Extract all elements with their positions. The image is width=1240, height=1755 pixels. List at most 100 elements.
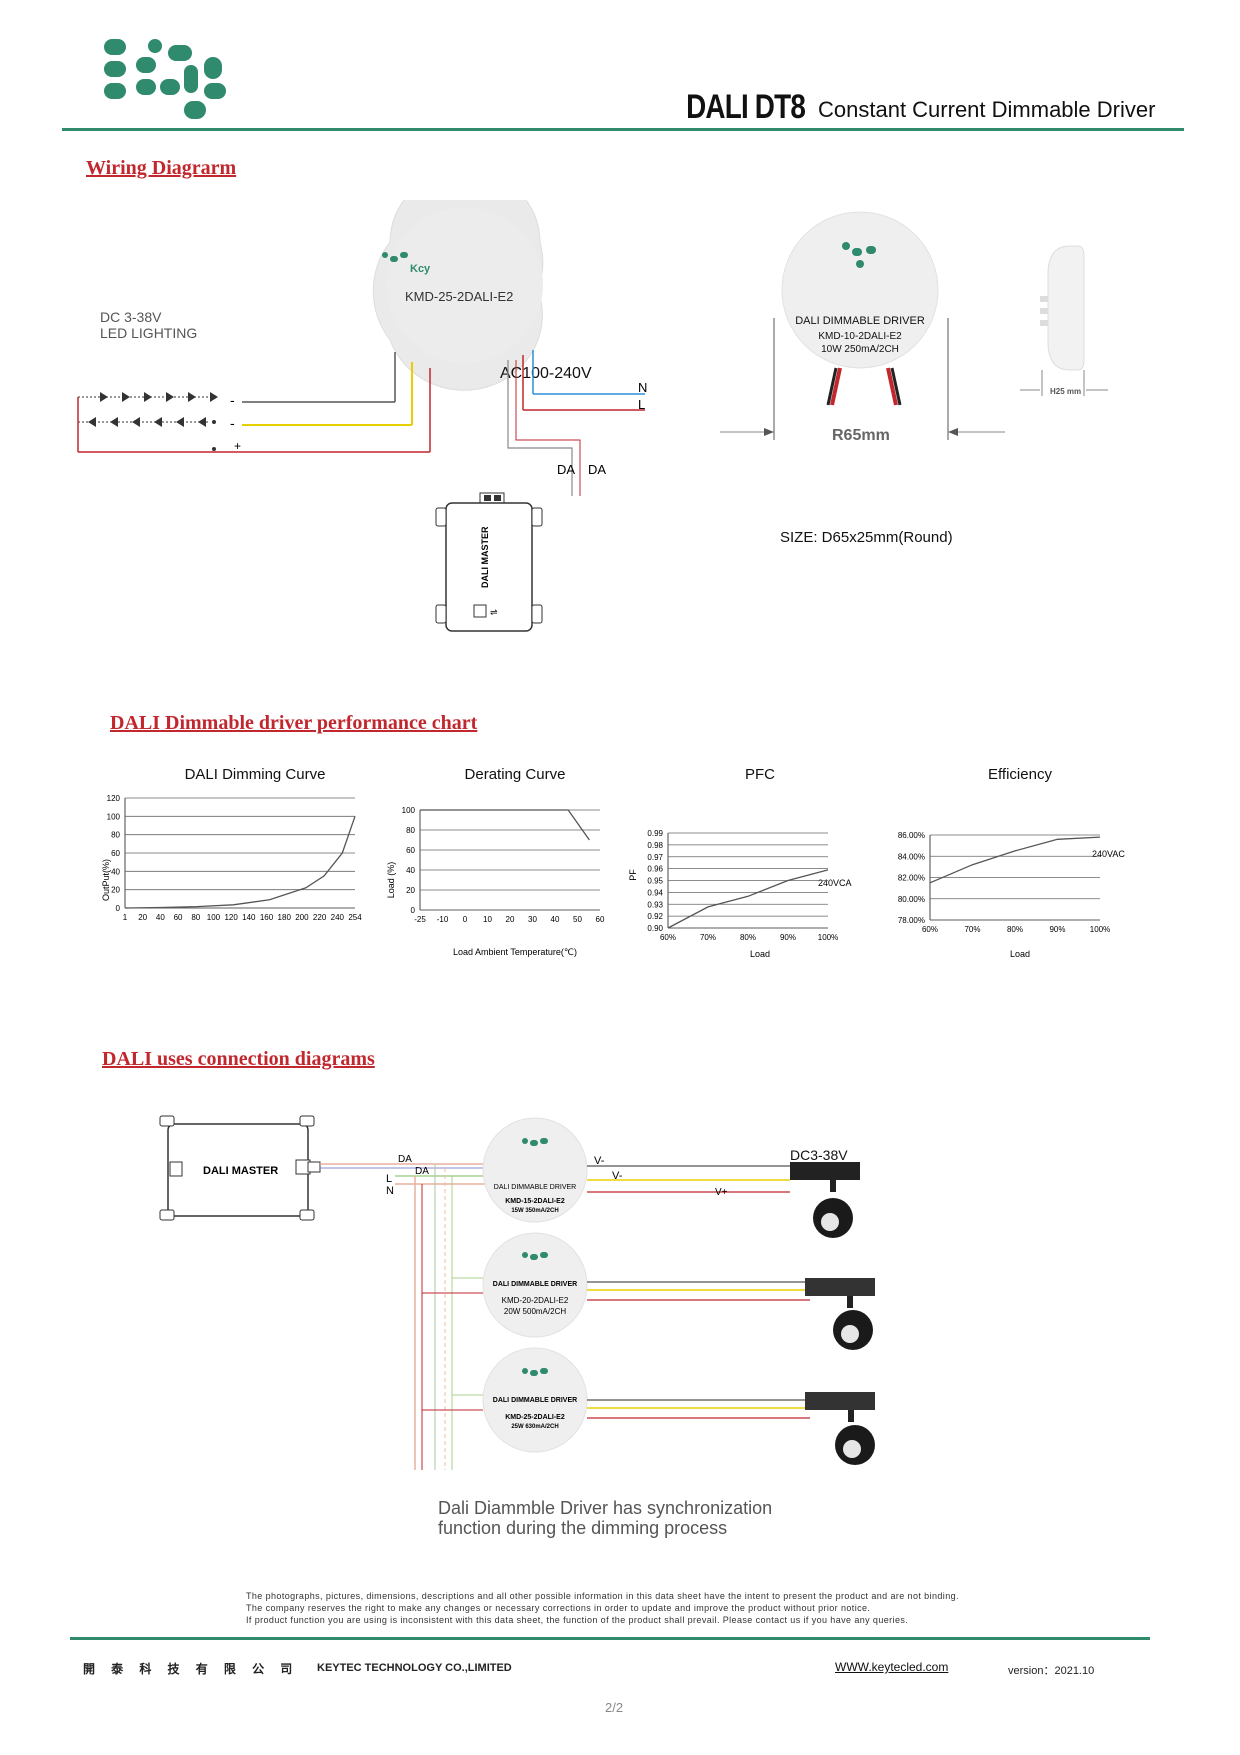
- v-minus-2: V-: [612, 1170, 623, 1182]
- dimming-x-tick: 200: [295, 913, 309, 922]
- dimming-x-tick: 180: [278, 913, 292, 922]
- derating-x-tick: 50: [573, 915, 582, 924]
- document-title: DALI DT8: [686, 88, 806, 126]
- pfc-x-tick: 80%: [740, 933, 756, 942]
- pfc-y-tick: 0.93: [647, 900, 663, 909]
- minus-2: -: [230, 415, 235, 431]
- company-name-cn: 開 泰 科 技 有 限 公 司: [83, 1662, 299, 1676]
- dimming-y-tick: 0: [116, 904, 121, 913]
- efficiency-y-tick: 82.00%: [898, 874, 925, 883]
- driver-model-label: KMD-25-2DALI-E2: [405, 289, 513, 304]
- dc-voltage-label: DC3-38V: [790, 1147, 848, 1163]
- pfc-y-tick: 0.96: [647, 865, 663, 874]
- disclaimer-line-2: The company reserves the right to make a…: [246, 1603, 871, 1613]
- driver-disc: [372, 200, 544, 391]
- dimming-x-tick: 40: [156, 913, 165, 922]
- live-label: L: [638, 397, 645, 412]
- led-string-1: [78, 392, 218, 402]
- led-voltage-label: DC 3-38V: [100, 309, 162, 325]
- svg-text:Kcy: Kcy: [410, 263, 431, 275]
- page-number: 2/2: [605, 1700, 624, 1715]
- pfc-y-tick: 0.97: [647, 853, 663, 862]
- company-name-en: KEYTEC TECHNOLOGY CO.,LIMITED: [317, 1662, 512, 1674]
- driver-2-model: KMD-20-2DALI-E2: [502, 1296, 569, 1305]
- pfc-series-line: [667, 869, 829, 929]
- dimming-y-tick: 60: [111, 849, 120, 858]
- height-label: H25 mm: [1050, 387, 1081, 396]
- spotlight-3: [805, 1392, 875, 1465]
- dimming-x-tick: 220: [313, 913, 327, 922]
- minus-1: -: [230, 392, 235, 408]
- derating-series-line: [420, 809, 590, 841]
- pfc-ylabel: PF: [628, 869, 638, 881]
- product-disc: [781, 211, 939, 369]
- dimming-x-tick: 1: [123, 913, 128, 922]
- dali-master-device: ⇌: [435, 492, 543, 632]
- bus-da-a: DA: [398, 1154, 412, 1165]
- dimming-x-tick: 100: [207, 913, 221, 922]
- dimming-ylabel: OutPut(%): [101, 859, 111, 901]
- disclaimer-line-1: The photographs, pictures, dimensions, d…: [246, 1591, 959, 1601]
- dimming-x-tick: 240: [331, 913, 345, 922]
- derating-chart: Load (%) Load Ambient Temperature(℃) 100…: [386, 806, 605, 957]
- pfc-series-label: 240VCA: [818, 878, 852, 888]
- dimming-series-line: [124, 816, 356, 909]
- efficiency-chart-title: Efficiency: [988, 766, 1052, 783]
- section-performance-heading: DALI Dimmable driver performance chart: [110, 712, 478, 734]
- wiring-diagram: Kcy KMD-25-2DALI-E2 DC 3-38V LED LIGHTIN…: [77, 200, 1108, 632]
- sync-caption-line-2: function during the dimming process: [438, 1518, 728, 1538]
- derating-y-tick: 80: [406, 826, 415, 835]
- derating-y-tick: 20: [406, 886, 415, 895]
- driver-3-model: KMD-25-2DALI-E2: [505, 1414, 565, 1421]
- led-string-2: [78, 417, 210, 427]
- driver-2-rating: 20W 500mA/2CH: [504, 1307, 566, 1316]
- driver-3-rating: 25W 630mA/2CH: [511, 1424, 558, 1430]
- header-divider: [62, 128, 1184, 131]
- dimming-y-tick: 40: [111, 867, 120, 876]
- size-label: SIZE: D65x25mm(Round): [780, 529, 953, 546]
- derating-x-tick: 20: [506, 915, 515, 924]
- pfc-x-tick: 90%: [780, 933, 796, 942]
- da-label-2: DA: [588, 462, 606, 477]
- efficiency-chart: Load 240VAC 86.00%84.00%82.00%80.00%78.0…: [898, 831, 1125, 959]
- connection-dali-master: [159, 1115, 321, 1221]
- pfc-y-tick: 0.90: [647, 924, 663, 933]
- svg-text:⇌: ⇌: [490, 607, 498, 617]
- company-logo: [104, 39, 226, 119]
- bus-n: N: [386, 1185, 394, 1197]
- pfc-y-tick: 0.98: [647, 841, 663, 850]
- derating-y-tick: 0: [411, 906, 416, 915]
- pfc-chart: PF Load 240VCA 0.990.980.970.960.950.940…: [628, 829, 852, 959]
- derating-x-tick: 30: [528, 915, 537, 924]
- section-connection-heading: DALI uses connection diagrams: [102, 1048, 375, 1070]
- sync-caption-line-1: Dali Diammble Driver has synchronization: [438, 1498, 773, 1518]
- efficiency-y-tick: 80.00%: [898, 895, 925, 904]
- website-link[interactable]: WWW.keytecled.com: [835, 1660, 949, 1674]
- driver-1-rating: 15W 350mA/2CH: [511, 1208, 558, 1214]
- pfc-xlabel: Load: [750, 949, 770, 959]
- version-label: version：2021.10: [1008, 1665, 1095, 1677]
- led-lighting-label: LED LIGHTING: [100, 325, 197, 341]
- derating-y-tick: 60: [406, 846, 415, 855]
- efficiency-x-tick: 100%: [1090, 925, 1110, 934]
- pfc-x-tick: 60%: [660, 933, 676, 942]
- dimming-y-tick: 20: [111, 886, 120, 895]
- connection-diagram: DALI MASTER DA DA L N DALI DIMMABLE DRIV…: [159, 1115, 875, 1470]
- efficiency-series-label: 240VAC: [1092, 849, 1125, 859]
- bus-l: L: [386, 1173, 392, 1185]
- driver-1-name: DALI DIMMABLE DRIVER: [494, 1184, 576, 1191]
- document-subtitle: Constant Current Dimmable Driver: [818, 97, 1156, 122]
- pfc-chart-title: PFC: [745, 766, 775, 783]
- derating-x-tick: 60: [596, 915, 605, 924]
- dimming-chart-title: DALI Dimming Curve: [184, 766, 326, 783]
- v-minus-1: V-: [594, 1155, 605, 1167]
- dimming-x-tick: 120: [224, 913, 238, 922]
- driver-2-name: DALI DIMMABLE DRIVER: [493, 1281, 577, 1288]
- derating-xlabel: Load Ambient Temperature(℃): [453, 947, 577, 957]
- driver-3-name: DALI DIMMABLE DRIVER: [493, 1397, 577, 1404]
- product-name-label: DALI DIMMABLE DRIVER: [795, 315, 925, 327]
- efficiency-x-tick: 90%: [1049, 925, 1065, 934]
- efficiency-y-tick: 86.00%: [898, 831, 925, 840]
- ac-voltage-label: AC100-240V: [500, 365, 592, 382]
